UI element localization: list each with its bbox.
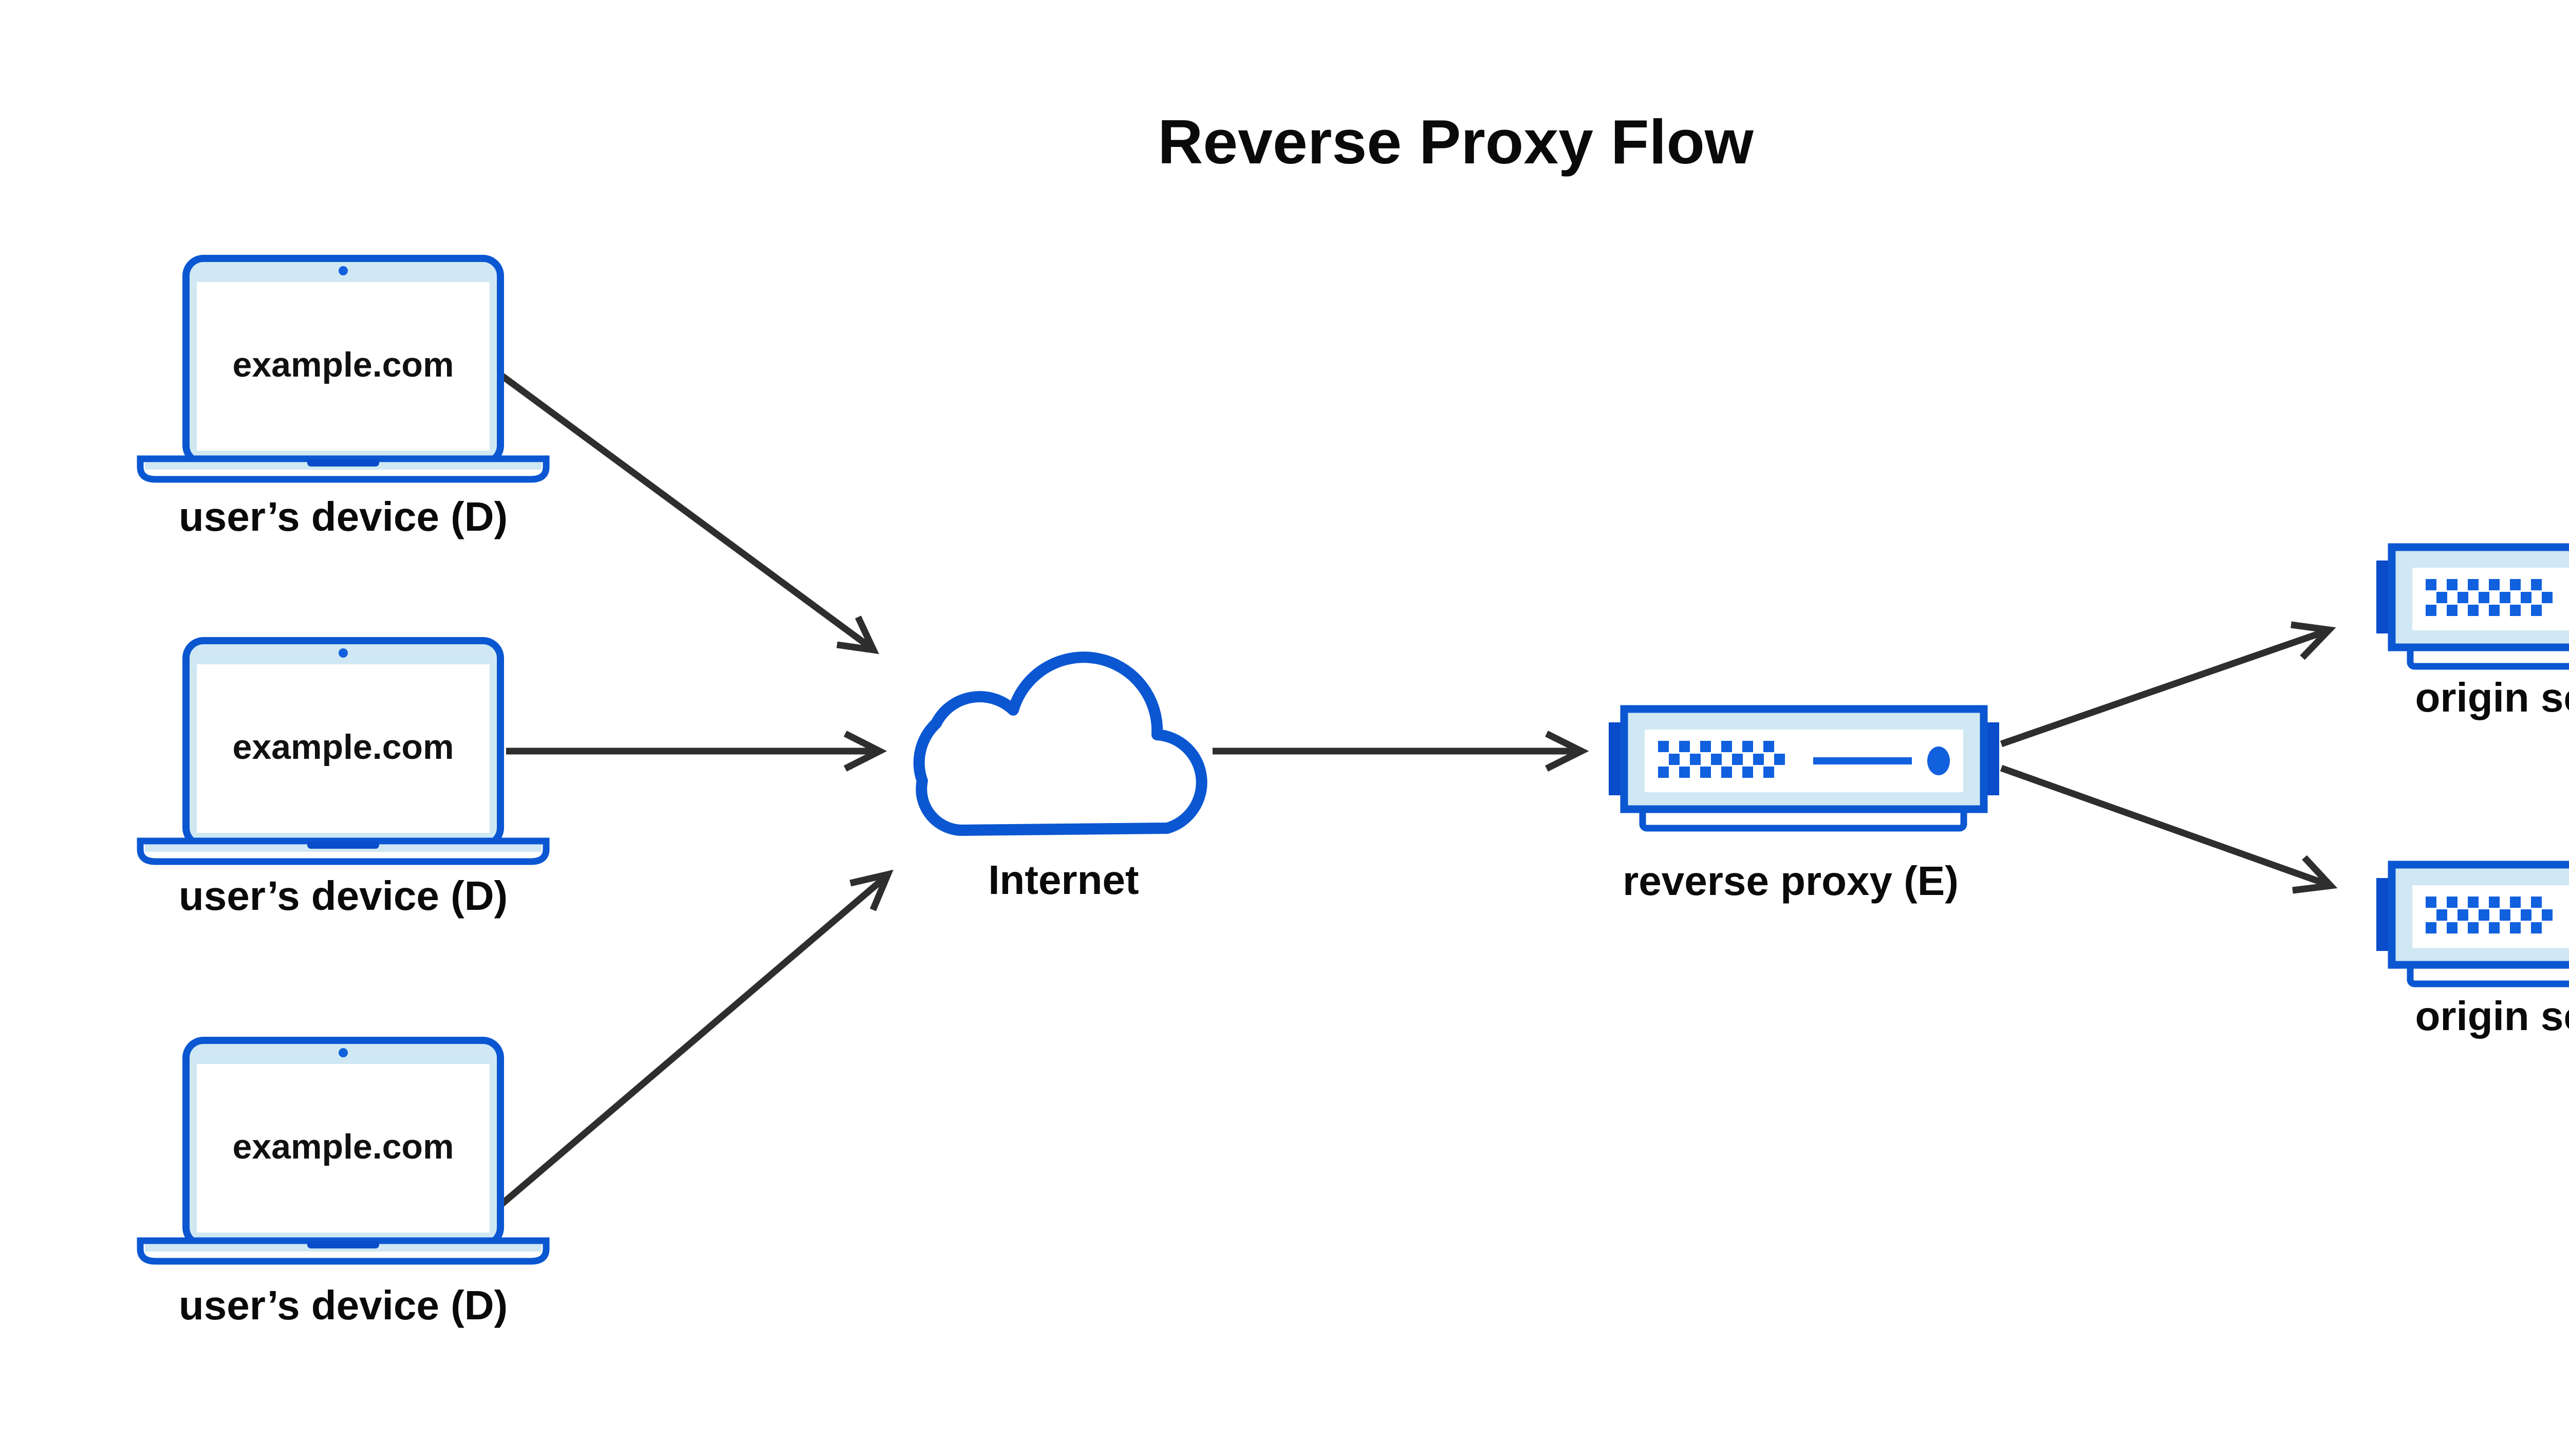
node-user-device-3: example.com user’s device (D) <box>140 1040 546 1328</box>
arrow-internet-proxy <box>1213 731 1589 772</box>
device-screen-url: example.com <box>233 1127 454 1166</box>
arrow-device1-internet <box>499 372 879 655</box>
device-label: user’s device (D) <box>179 873 508 919</box>
page-title: Reverse Proxy Flow <box>1158 107 1754 177</box>
reverse-proxy-label: reverse proxy (E) <box>1623 858 1959 904</box>
origin-server-label: origin server (F) <box>2415 675 2569 720</box>
origin-server-label: origin server (F) <box>2415 993 2569 1039</box>
server-icon <box>2376 547 2569 666</box>
device-screen-url: example.com <box>233 727 454 767</box>
node-reverse-proxy: reverse proxy (E) <box>1609 709 1999 904</box>
arrow-device3-internet <box>498 869 893 1207</box>
server-icon <box>2376 865 2569 984</box>
device-label: user’s device (D) <box>179 494 508 539</box>
node-origin-server-1: origin server (F) <box>2376 547 2569 720</box>
arrow-device2-internet <box>506 731 887 772</box>
node-internet: Internet <box>913 651 1207 903</box>
cloud-icon <box>913 651 1207 836</box>
server-icon <box>1609 709 1999 828</box>
device-label: user’s device (D) <box>179 1282 508 1328</box>
arrow-proxy-origin2 <box>2000 764 2338 894</box>
node-origin-server-2: origin server (F) <box>2376 865 2569 1039</box>
node-user-device-1: example.com user’s device (D) <box>140 258 546 539</box>
internet-label: Internet <box>988 857 1139 903</box>
arrow-proxy-origin1 <box>2000 621 2336 748</box>
node-user-device-2: example.com user’s device (D) <box>140 641 546 919</box>
device-screen-url: example.com <box>233 345 454 384</box>
